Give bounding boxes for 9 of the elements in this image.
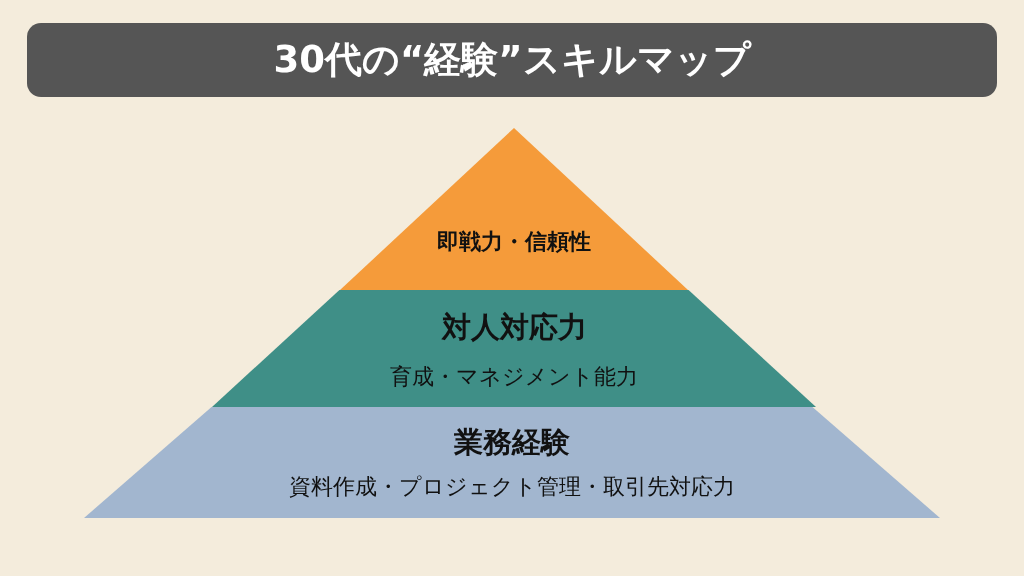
pyramid-tier [84, 407, 940, 518]
pyramid-tier [212, 290, 816, 407]
title-banner: 30代の“経験”スキルマップ [27, 23, 997, 97]
tier-description: 育成・マネジメント能力 [390, 364, 638, 390]
tier-heading: 業務経験 [454, 426, 570, 460]
tier-heading: 即戦力・信頼性 [437, 229, 591, 255]
tier-description: 資料作成・プロジェクト管理・取引先対応力 [289, 474, 735, 500]
tier-heading: 対人対応力 [441, 311, 587, 345]
pyramid-tier [340, 128, 688, 290]
